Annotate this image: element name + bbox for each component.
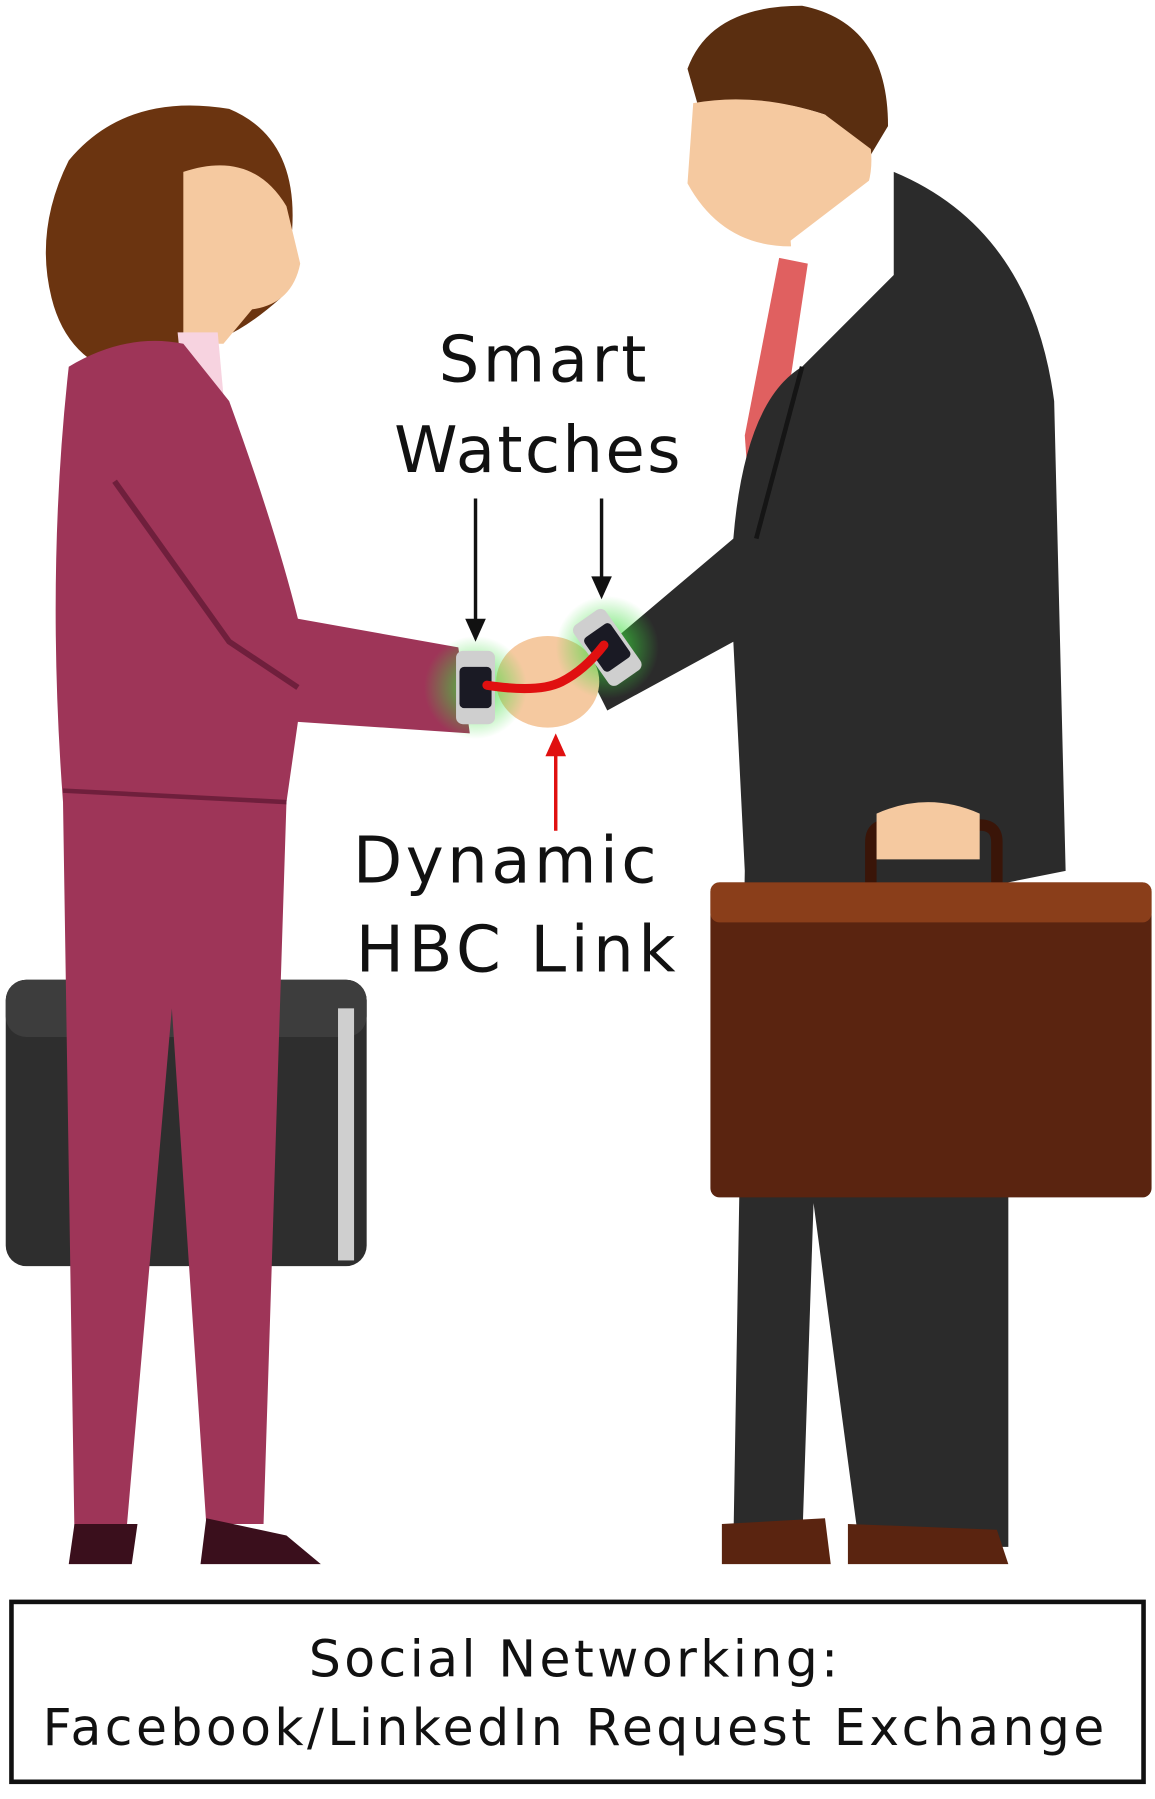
dynamic-link-label-line1: Dynamic [353, 823, 660, 898]
man-briefcase [710, 802, 1152, 1198]
caption-box [9, 1599, 1146, 1785]
woman-figure [45, 105, 470, 1565]
smart-watches-label-line1: Smart [439, 323, 650, 398]
caption-line2: Facebook/LinkedIn Request Exchange [43, 1698, 1108, 1757]
arrow-to-man-watch [591, 498, 612, 600]
arrow-to-link [545, 733, 567, 831]
smart-watches-label-line2: Watches [394, 413, 683, 488]
arrow-to-woman-watch [465, 498, 486, 642]
caption-line1: Social Networking: [309, 1629, 842, 1688]
dynamic-link-label-line2: HBC Link [356, 913, 680, 988]
woman-smart-watch [423, 635, 528, 740]
hbc-link-line [482, 640, 609, 694]
man-figure [584, 5, 1066, 1565]
